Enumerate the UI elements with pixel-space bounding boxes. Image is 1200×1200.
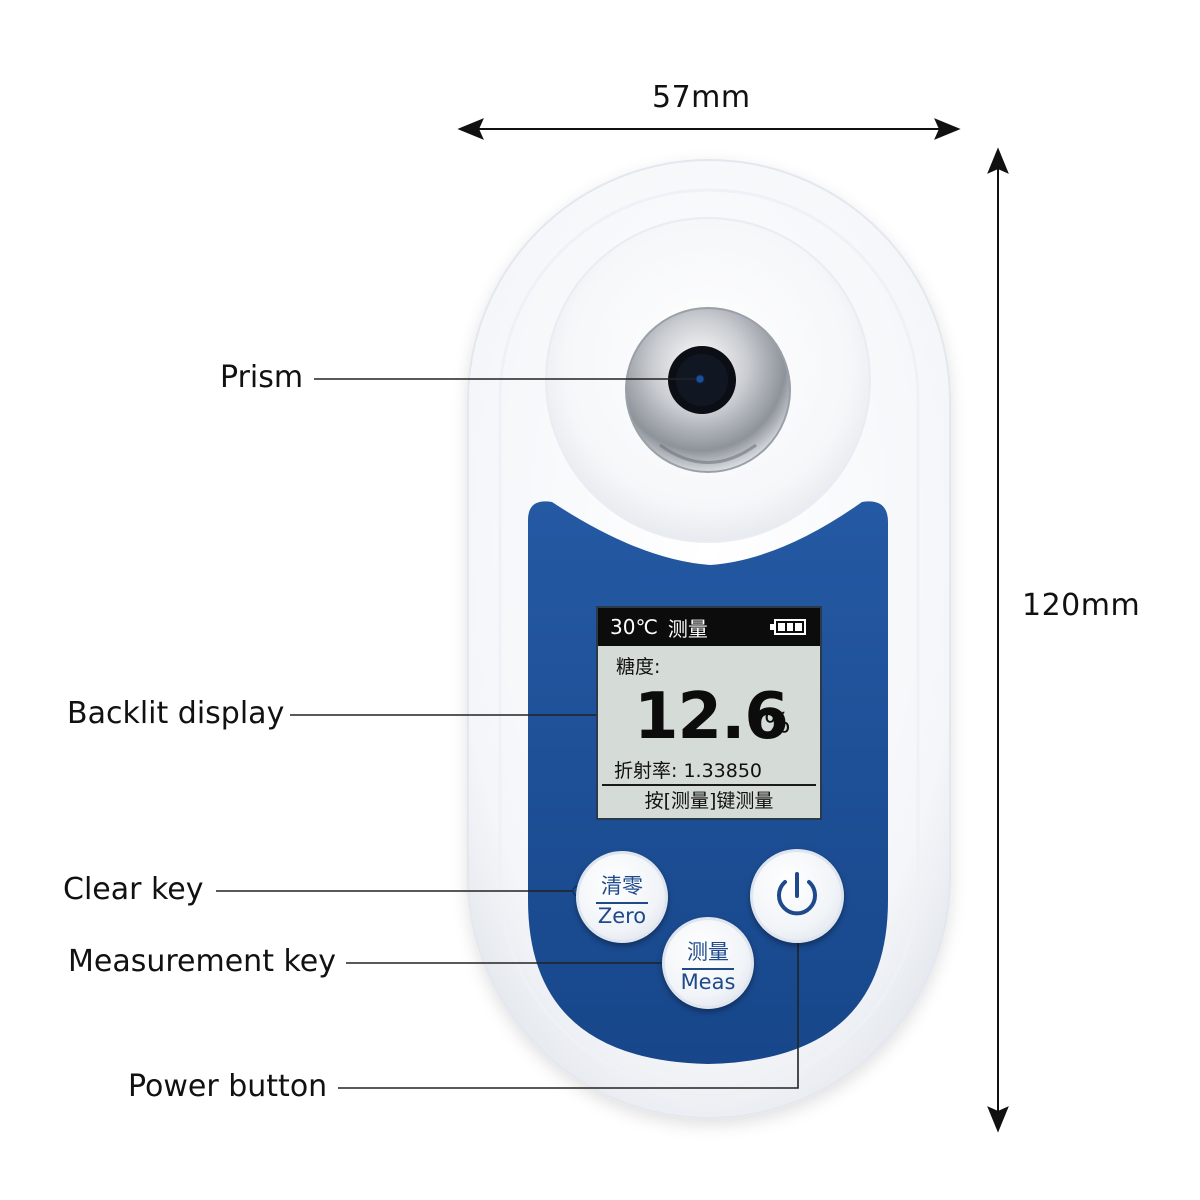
clear-key-cn: 清零 [601, 874, 643, 898]
lcd-parameter-label: 糖度: [616, 656, 661, 678]
lcd-prompt: 按[测量]键测量 [602, 784, 816, 816]
prism-label: Prism [220, 360, 304, 395]
width-dimension-arrow [457, 118, 961, 140]
power-button[interactable] [750, 849, 844, 943]
clear-key-label: Clear key [63, 872, 204, 907]
measurement-key-label: Measurement key [68, 944, 337, 979]
power-icon [777, 872, 817, 916]
height-dimension-arrow [987, 147, 1009, 1133]
lcd-refractive-index: 折射率: 1.33850 [614, 760, 763, 782]
battery-icon [770, 619, 806, 635]
lcd-temperature: 30℃ [610, 615, 658, 639]
lcd-unit: % [764, 706, 791, 739]
width-label: 57mm [652, 80, 751, 115]
power-leader [338, 928, 799, 1089]
lcd-status-bar: 30℃ 测量 [598, 608, 820, 646]
measurement-key-en: Meas [680, 970, 736, 994]
height-label: 120mm [1022, 588, 1141, 623]
backlit-display: 30℃ 测量 糖度: 12.6 % 折射率: 1.33850 按[测量]键测量 [596, 606, 822, 820]
lcd-mode: 测量 [667, 616, 708, 641]
power-button-label: Power button [128, 1069, 328, 1104]
measurement-key[interactable]: 测量 Meas [662, 917, 754, 1009]
clear-key[interactable]: 清零 Zero [576, 851, 668, 943]
clear-key-en: Zero [597, 904, 647, 928]
lcd-reading: 12.6 [634, 680, 789, 754]
measurement-key-cn: 测量 [687, 940, 729, 964]
device-inner-rim [498, 188, 920, 1092]
display-label: Backlit display [67, 696, 285, 731]
